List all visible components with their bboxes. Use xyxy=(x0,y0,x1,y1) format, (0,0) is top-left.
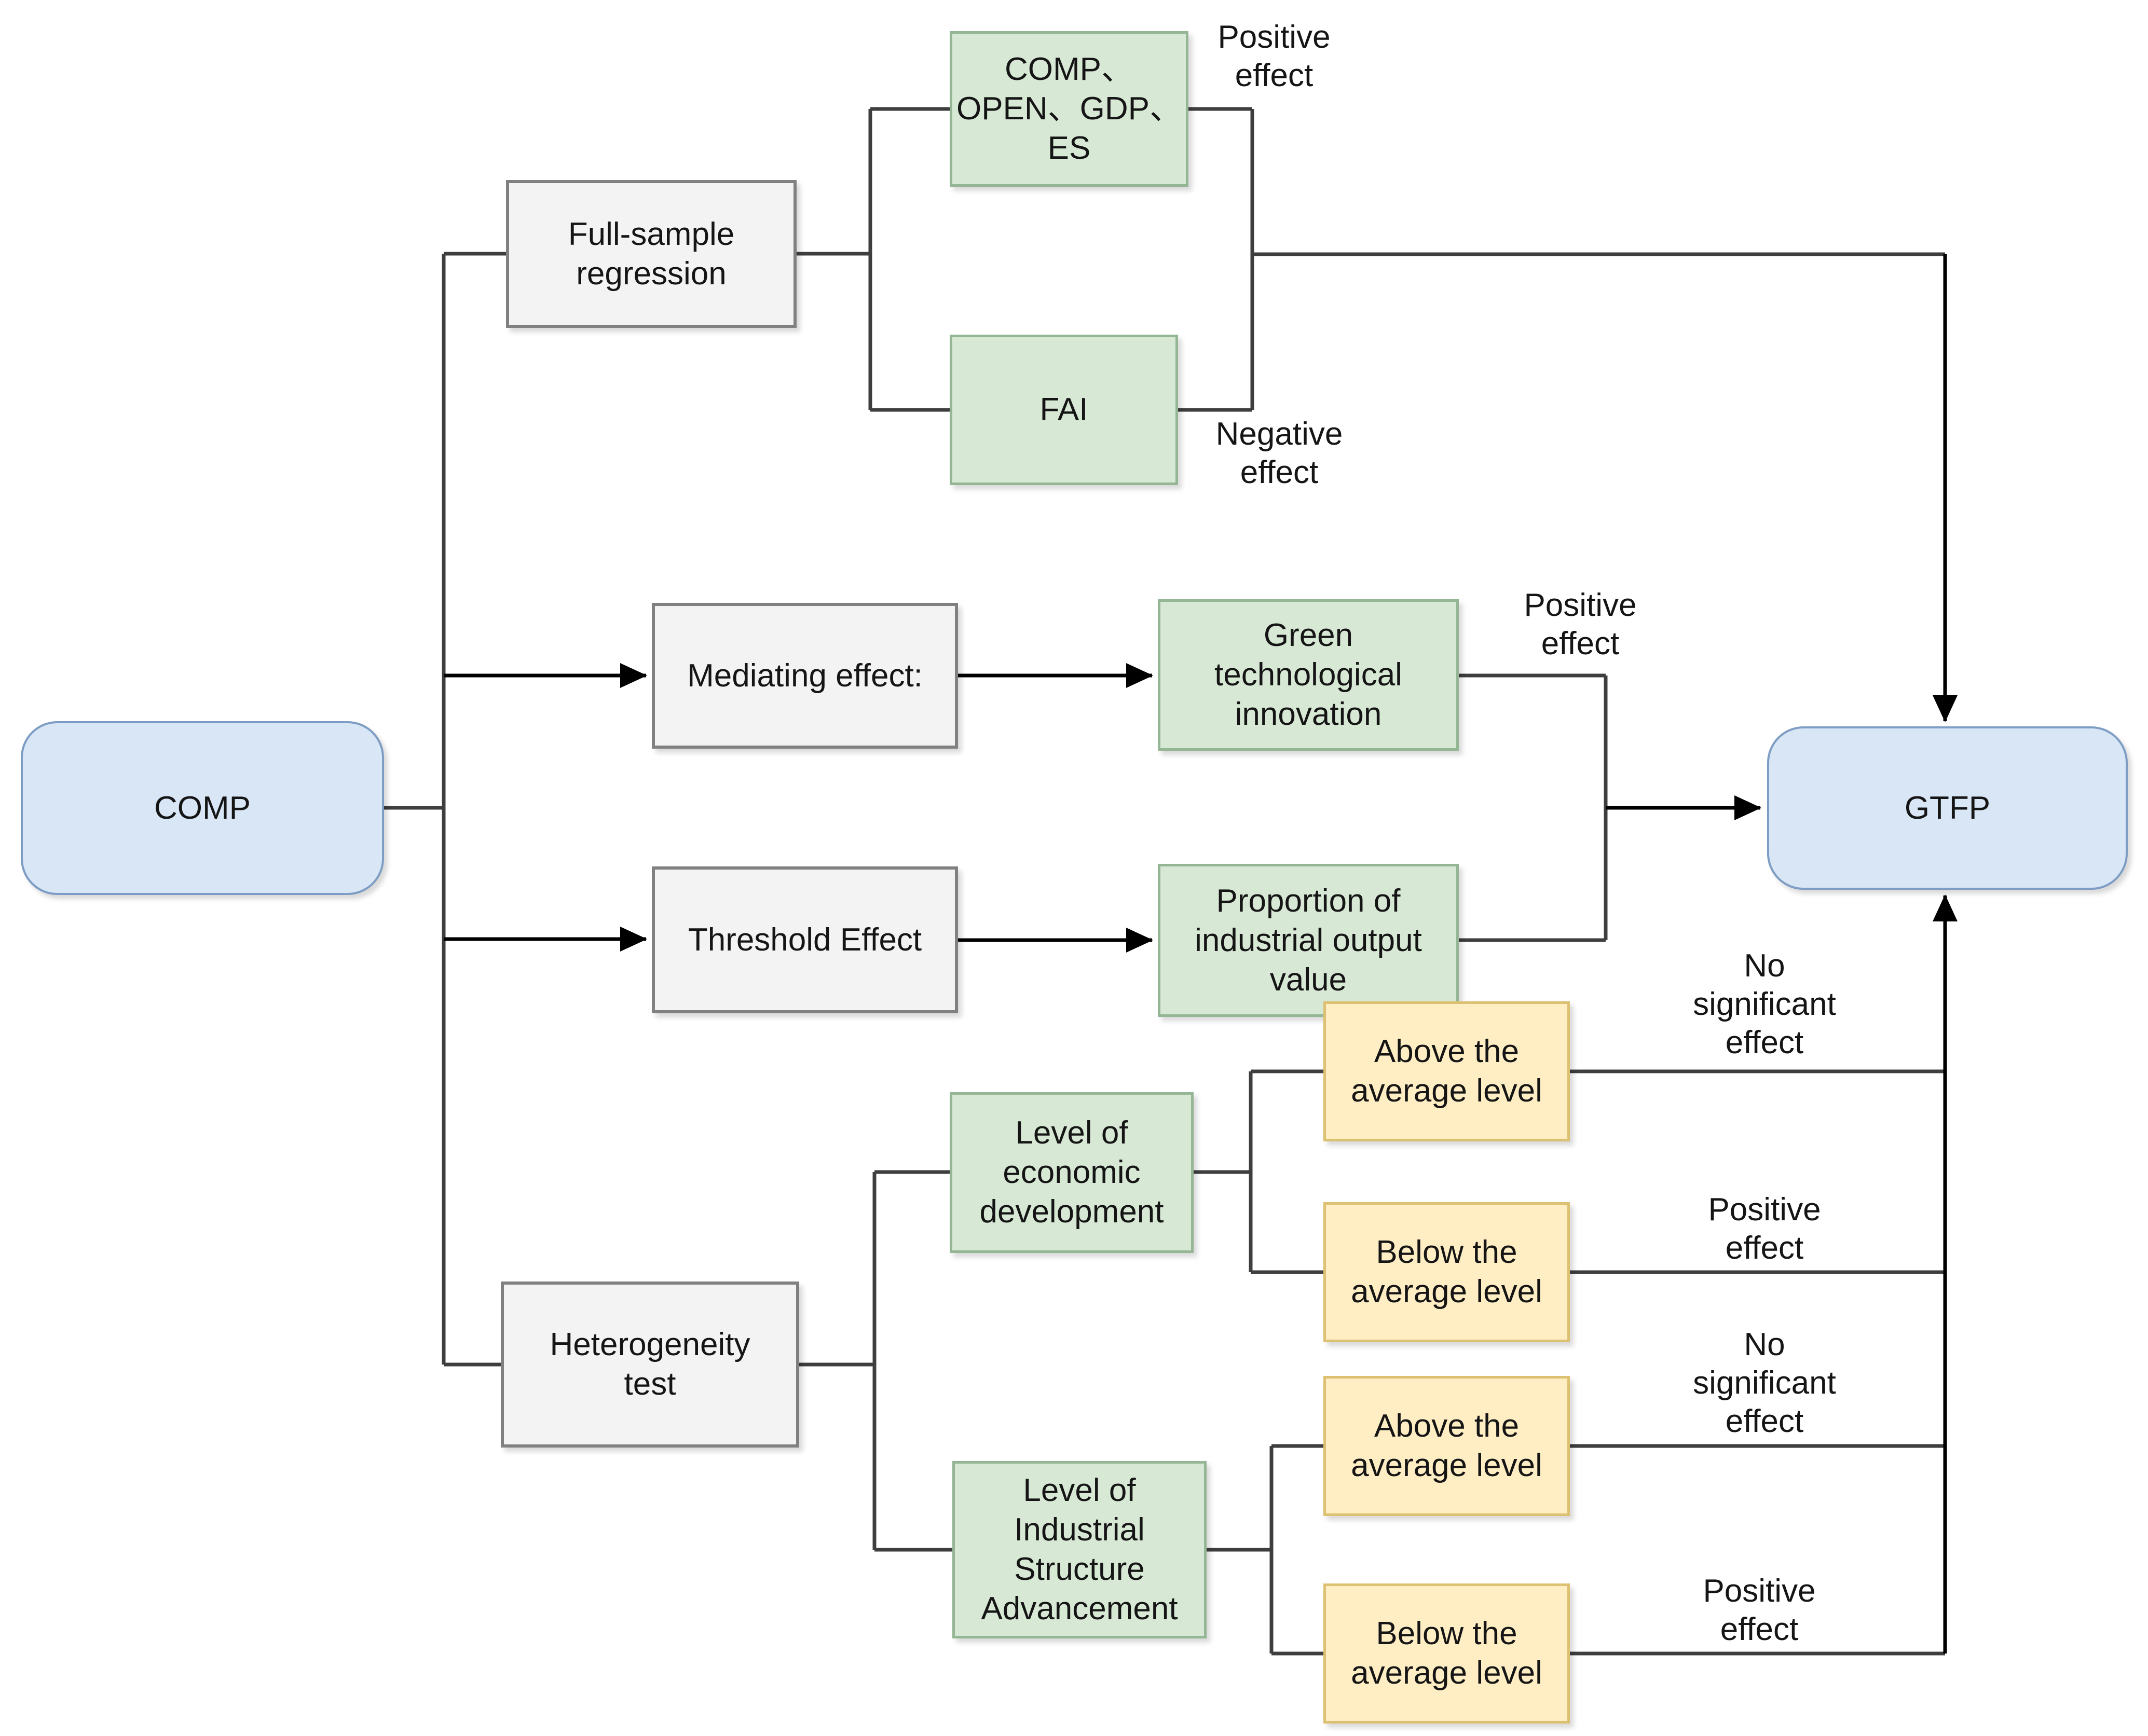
node-threshold-label: Threshold Effect xyxy=(688,921,922,958)
effect-label-econ-above-no-significant: No significant effect xyxy=(1693,948,1836,1060)
node-fai-label: FAI xyxy=(1039,392,1088,428)
node-below-econ-label: Below the average level xyxy=(1351,1234,1542,1310)
node-mediating-effect: Mediating effect: xyxy=(652,603,958,749)
node-above-average-econ: Above the average level xyxy=(1323,1001,1570,1141)
node-econ-level-label: Level of economic development xyxy=(979,1115,1164,1230)
node-proportion-label: Proportion of industrial output value xyxy=(1195,883,1422,998)
effect-label-fai-negative: Negative effect xyxy=(1215,416,1343,490)
node-green-technological-innovation: Green technological innovation xyxy=(1158,599,1459,751)
node-above-econ-label: Above the average level xyxy=(1351,1034,1542,1109)
node-mediating-label: Mediating effect: xyxy=(687,657,923,694)
node-full-sample-regression: Full-sample regression xyxy=(506,180,797,328)
node-comp: COMP xyxy=(21,721,384,895)
node-covariates: COMP、 OPEN、GDP、 ES xyxy=(950,31,1188,187)
node-heterogeneity-label: Heterogeneity test xyxy=(550,1327,750,1402)
node-green-tech-label: Green technological innovation xyxy=(1214,617,1402,732)
node-heterogeneity-test: Heterogeneity test xyxy=(501,1282,799,1448)
node-gtfp: GTFP xyxy=(1767,726,2128,890)
node-proportion-industrial-output: Proportion of industrial output value xyxy=(1158,864,1459,1017)
node-comp-label: COMP xyxy=(154,790,251,826)
effect-label-econ-below-positive: Positive effect xyxy=(1708,1192,1821,1266)
node-above-average-industrial: Above the average level xyxy=(1323,1376,1570,1516)
node-threshold-effect: Threshold Effect xyxy=(652,866,958,1013)
effect-label-industrial-below-positive: Positive effect xyxy=(1703,1573,1816,1647)
node-level-economic-development: Level of economic development xyxy=(950,1092,1194,1253)
node-level-industrial-structure: Level of Industrial Structure Advancemen… xyxy=(952,1461,1207,1638)
node-gtfp-label: GTFP xyxy=(1904,790,1991,826)
node-industrial-level-label: Level of Industrial Structure Advancemen… xyxy=(981,1472,1178,1627)
effect-label-industrial-above-no-significant: No significant effect xyxy=(1693,1327,1836,1439)
node-full-sample-label: Full-sample regression xyxy=(568,216,735,292)
node-above-industrial-label: Above the average level xyxy=(1351,1408,1542,1483)
effect-label-mediating-positive: Positive effect xyxy=(1524,587,1637,662)
node-fai: FAI xyxy=(950,335,1178,485)
node-covariates-label: COMP、 OPEN、GDP、 ES xyxy=(956,51,1182,166)
node-below-average-industrial: Below the average level xyxy=(1323,1583,1570,1724)
node-below-industrial-label: Below the average level xyxy=(1351,1616,1542,1691)
node-below-average-econ: Below the average level xyxy=(1323,1202,1570,1342)
effect-label-full-sample-positive: Positive effect xyxy=(1217,19,1331,93)
